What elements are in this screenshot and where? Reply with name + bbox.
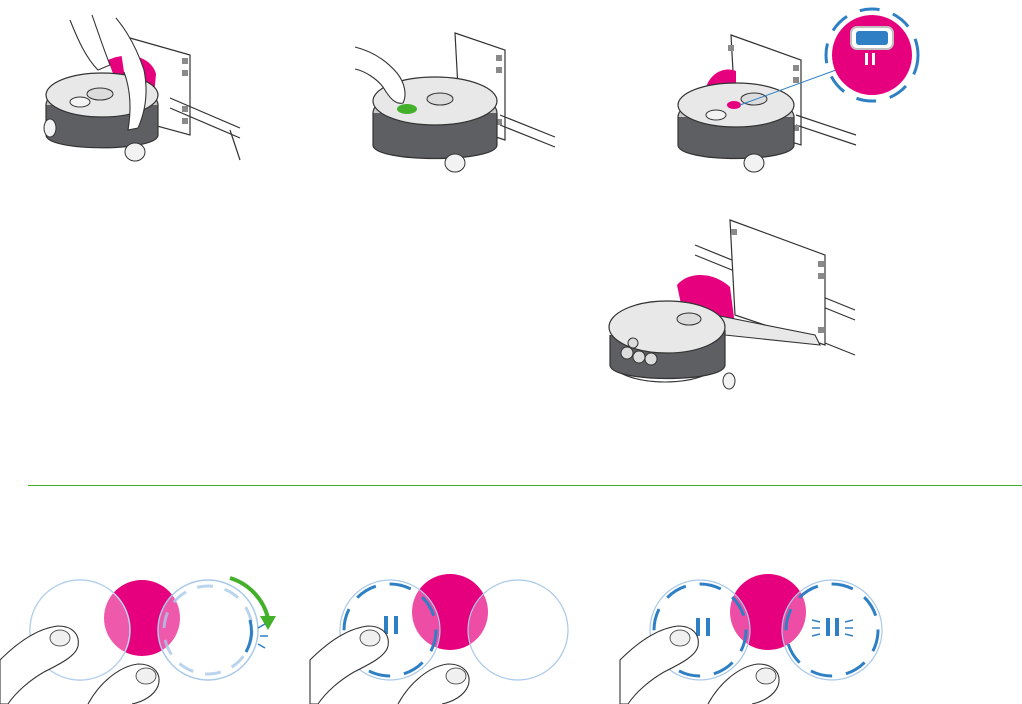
button-state-pause-left [310,560,590,704]
pause-both-illustration [620,560,900,704]
step-panel-dock [605,215,865,410]
robot-pause-illustration [676,5,936,190]
pause-left-illustration [310,560,590,704]
robot-dock-illustration [605,215,865,410]
button-state-rotate [0,560,290,704]
robot-lift-illustration [40,10,250,185]
button-state-pause-both [620,560,900,704]
rotate-state-illustration [0,560,290,704]
step-panel-pause [676,5,936,190]
robot-press-illustration [355,25,555,190]
step-panel-press [355,25,555,190]
section-divider [28,485,1022,486]
step-panel-lift [40,10,250,185]
